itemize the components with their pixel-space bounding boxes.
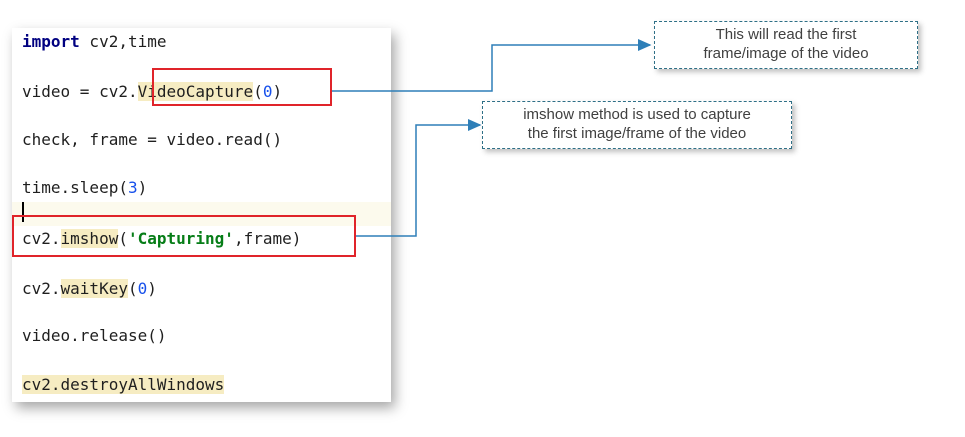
code-token: time.sleep( — [22, 178, 128, 197]
code-token: video = cv2. — [22, 82, 138, 101]
code-token: ) — [137, 178, 148, 197]
callout-imshow-line1: imshow method is used to capture — [523, 106, 751, 123]
code-token: 0 — [262, 82, 273, 101]
code-line-8[interactable]: cv2.destroyAllWindows — [22, 375, 225, 395]
code-line-5[interactable]: cv2.imshow('Capturing',frame) — [22, 229, 301, 249]
code-token: cv2. — [22, 229, 61, 248]
code-line-3[interactable]: check, frame = video.read() — [22, 130, 282, 150]
imshow-highlight-box — [12, 215, 356, 257]
code-token: video.release() — [22, 326, 167, 345]
text-caret — [22, 202, 24, 222]
connector-videocapture — [332, 39, 652, 92]
code-token: import — [22, 32, 80, 51]
connector-imshow — [356, 119, 482, 237]
callout-read-frame-line1: This will read the first — [715, 26, 857, 43]
code-token: ( — [253, 82, 263, 101]
code-line-1[interactable]: import cv2,time — [22, 32, 167, 52]
code-line-6[interactable]: cv2.waitKey(0) — [22, 279, 157, 299]
code-token: ) — [272, 82, 283, 101]
callout-imshow-line2: the first image/frame of the video — [527, 125, 747, 142]
code-token: check, frame = video.read() — [22, 130, 283, 149]
code-line-4[interactable]: time.sleep(3) — [22, 178, 147, 198]
code-token: imshow — [60, 229, 119, 248]
callout-read-frame: This will read the first frame/image of … — [654, 21, 918, 69]
code-line-7[interactable]: video.release() — [22, 326, 167, 346]
videocapture-highlight-box — [152, 68, 332, 106]
code-line-2[interactable]: video = cv2.VideoCapture(0) — [22, 82, 282, 102]
code-token: 3 — [127, 178, 138, 197]
code-token: ( — [127, 279, 138, 298]
callout-imshow: imshow method is used to capture the fir… — [482, 101, 792, 149]
code-token: VideoCapture — [137, 82, 254, 101]
code-token: ) — [147, 279, 157, 298]
code-token: cv2. — [22, 279, 61, 298]
code-token: waitKey — [60, 279, 128, 298]
code-token: 'Capturing' — [127, 229, 234, 248]
code-token: ( — [118, 229, 128, 248]
code-token: cv2,time — [79, 32, 167, 51]
code-token: 0 — [137, 279, 148, 298]
code-token: cv2.destroyAllWindows — [22, 375, 225, 394]
current-line-highlight — [12, 202, 391, 226]
code-token: ,frame) — [233, 229, 302, 248]
callout-read-frame-line2: frame/image of the video — [703, 45, 869, 62]
